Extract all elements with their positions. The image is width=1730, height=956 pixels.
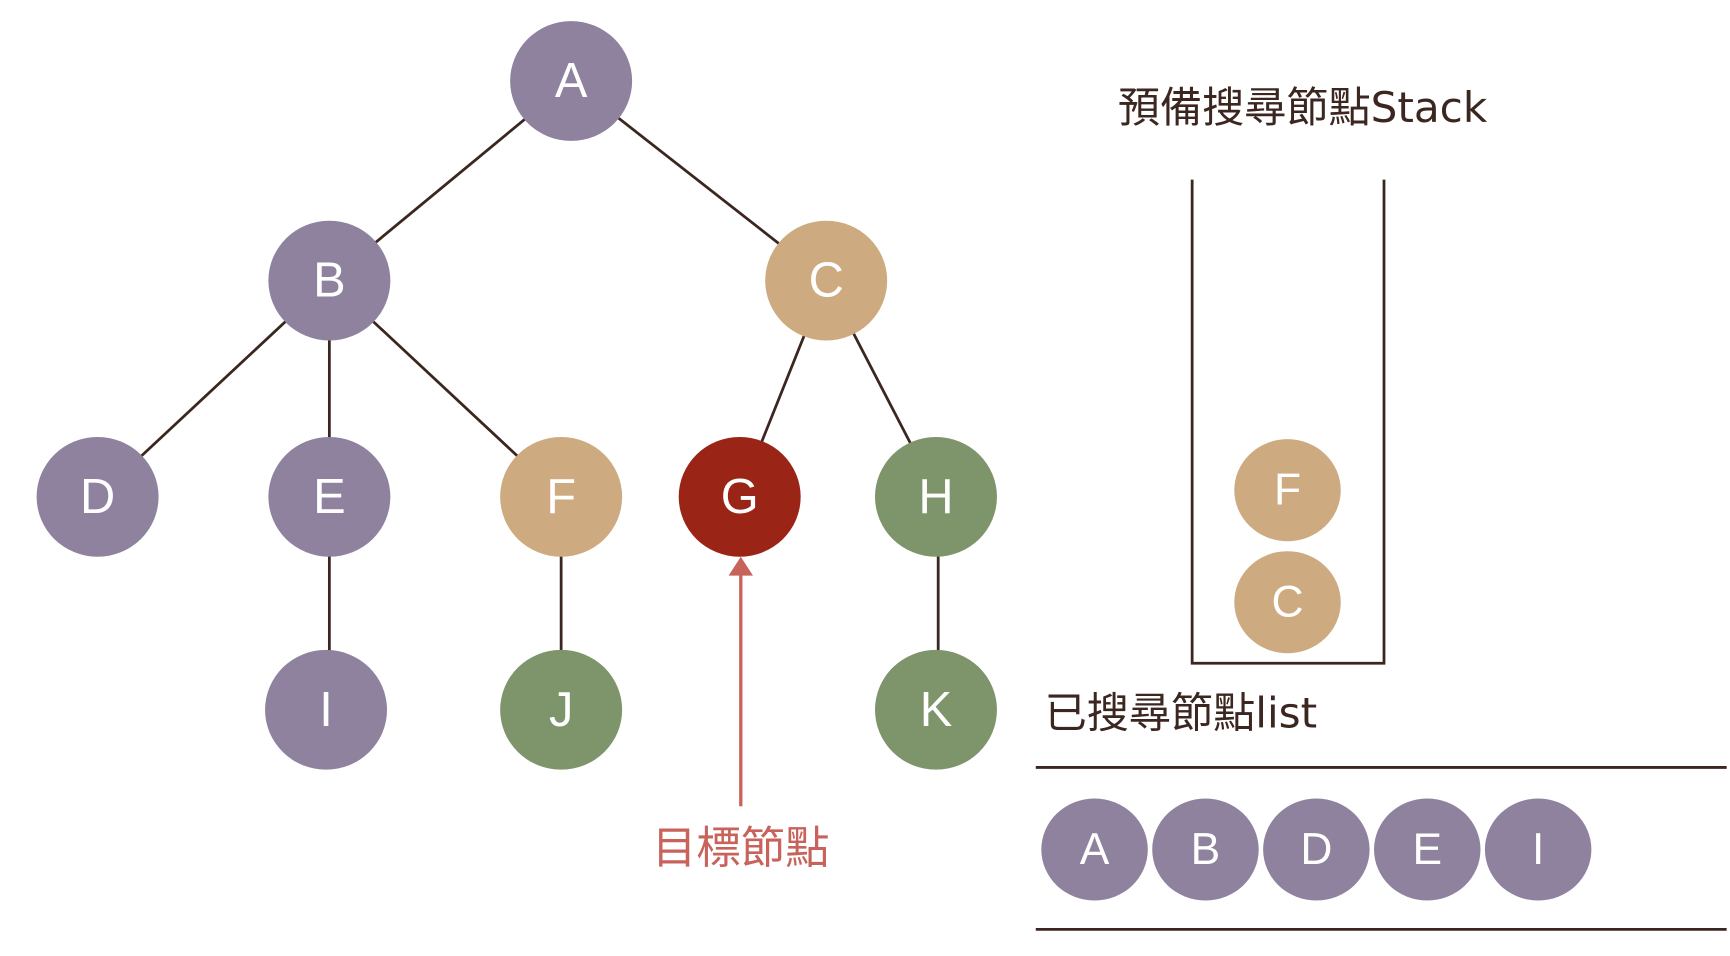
target-annotation: 目標節點 xyxy=(652,556,829,874)
arrow-head-icon xyxy=(728,556,753,576)
list-item-label: E xyxy=(1412,825,1442,874)
node-e: E xyxy=(268,436,391,557)
list-item: I xyxy=(1484,798,1592,901)
visited-list-title: 已搜尋節點list xyxy=(1045,689,1318,738)
stack-panel: 預備搜尋節點Stack F C xyxy=(1118,83,1488,665)
node-label: J xyxy=(549,683,573,737)
list-item-label: A xyxy=(1080,825,1110,874)
list-item-label: I xyxy=(1532,825,1544,874)
node-label: H xyxy=(918,470,953,524)
node-label: K xyxy=(920,683,953,737)
list-item-label: B xyxy=(1191,825,1221,874)
list-item-label: D xyxy=(1300,825,1332,874)
tree-nodes: A B C D E F G H I J K xyxy=(36,21,997,770)
tree-edges xyxy=(96,79,940,710)
visited-list-panel: 已搜尋節點list A B D E I xyxy=(1035,689,1727,931)
target-label: 目標節點 xyxy=(652,823,829,874)
list-item: D xyxy=(1263,798,1370,901)
stack-item: C xyxy=(1234,551,1341,654)
node-label: A xyxy=(555,54,588,108)
stack-item-label: F xyxy=(1274,466,1301,515)
node-k: K xyxy=(874,649,997,770)
node-label: G xyxy=(721,470,759,524)
node-a: A xyxy=(510,21,633,141)
stack-item-label: C xyxy=(1272,578,1304,627)
node-label: F xyxy=(546,470,576,524)
node-h: H xyxy=(874,436,997,557)
node-label: B xyxy=(313,254,346,308)
node-label: C xyxy=(809,254,844,308)
node-g-target: G xyxy=(678,436,801,557)
node-label: E xyxy=(313,470,346,524)
node-c: C xyxy=(765,220,888,341)
stack-container xyxy=(1190,179,1386,665)
stack-title: 預備搜尋節點Stack xyxy=(1118,83,1488,132)
node-i: I xyxy=(265,649,388,770)
node-j: J xyxy=(500,649,623,770)
node-d: D xyxy=(36,436,159,557)
node-label: I xyxy=(319,683,333,737)
list-item: E xyxy=(1374,798,1481,901)
node-label: D xyxy=(80,470,115,524)
stack-item: F xyxy=(1234,439,1341,542)
node-f: F xyxy=(500,436,623,557)
list-item: A xyxy=(1041,798,1148,901)
node-b: B xyxy=(268,220,391,341)
list-item: B xyxy=(1152,798,1259,901)
